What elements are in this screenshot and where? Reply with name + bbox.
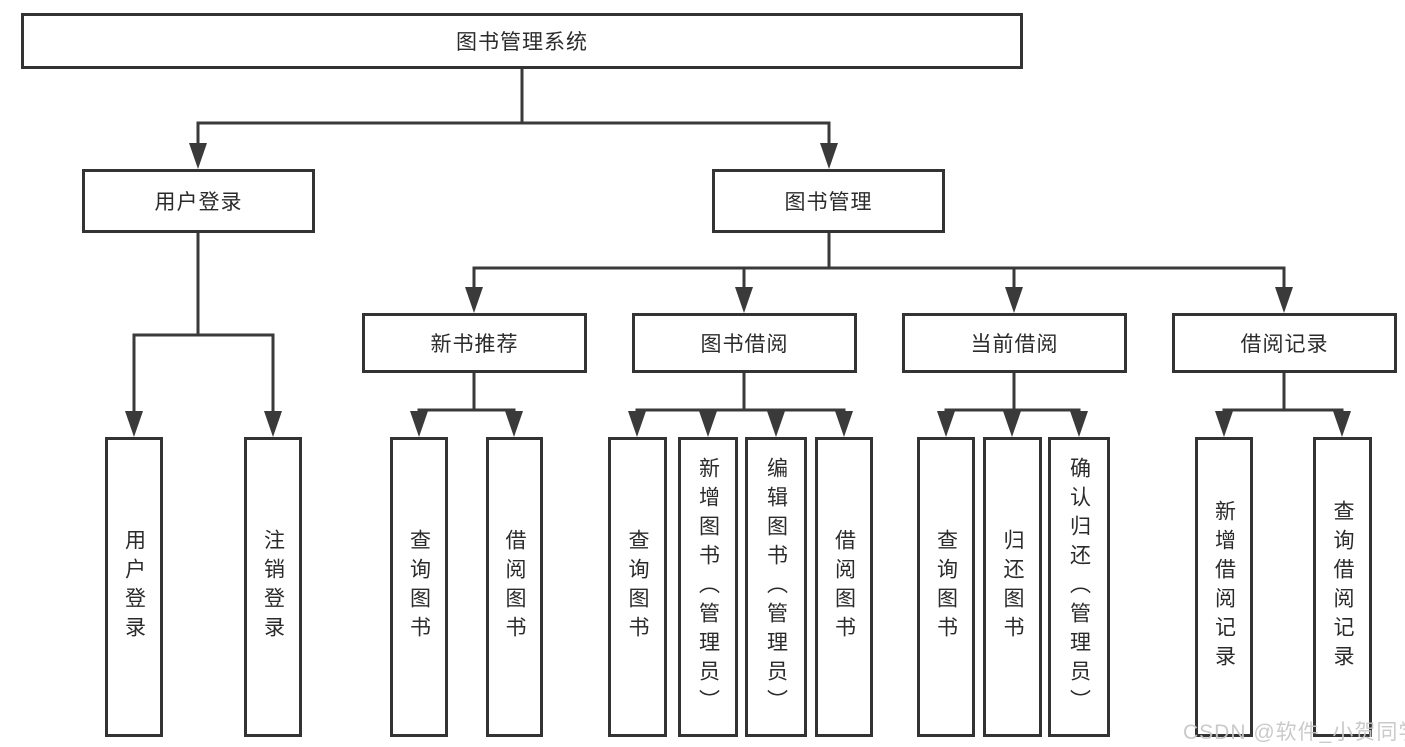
leaf-query-books-recommend-label: 查询图书 [407, 529, 431, 645]
leaf-query-books-current-label: 查询图书 [934, 529, 958, 645]
leaf-confirm-return-admin-label: 确认归还（管理员） [1067, 456, 1091, 718]
node-book-borrowing: 图书借阅 [632, 313, 857, 373]
leaf-query-books-recommend: 查询图书 [390, 437, 448, 737]
leaf-query-books-current: 查询图书 [917, 437, 975, 737]
leaf-query-borrow-record-label: 查询借阅记录 [1331, 500, 1355, 674]
node-current-borrowing: 当前借阅 [902, 313, 1127, 373]
node-root: 图书管理系统 [21, 13, 1023, 69]
leaf-return-books-label: 归还图书 [1001, 529, 1025, 645]
leaf-add-borrow-record-label: 新增借阅记录 [1212, 500, 1236, 674]
leaf-add-books-admin: 新增图书（管理员） [678, 437, 738, 737]
node-user-login: 用户登录 [82, 169, 315, 233]
leaf-return-books: 归还图书 [983, 437, 1042, 737]
leaf-confirm-return-admin: 确认归还（管理员） [1048, 437, 1110, 737]
node-new-book-recommendation: 新书推荐 [362, 313, 587, 373]
node-new-book-recommendation-label: 新书推荐 [430, 333, 519, 356]
leaf-borrow-books-borrowing: 借阅图书 [815, 437, 873, 737]
node-borrowing-records: 借阅记录 [1172, 313, 1397, 373]
leaf-borrow-books-recommend-label: 借阅图书 [503, 529, 527, 645]
leaf-edit-books-admin: 编辑图书（管理员） [745, 437, 807, 737]
leaf-query-borrow-record: 查询借阅记录 [1313, 437, 1372, 737]
leaf-logout-label: 注销登录 [261, 529, 285, 645]
leaf-add-books-admin-label: 新增图书（管理员） [696, 456, 720, 718]
leaf-borrow-books-recommend: 借阅图书 [486, 437, 543, 737]
arrowheads [125, 143, 1351, 437]
node-borrowing-records-label: 借阅记录 [1240, 333, 1329, 356]
leaf-logout: 注销登录 [244, 437, 302, 737]
leaf-add-borrow-record: 新增借阅记录 [1195, 437, 1253, 737]
leaf-user-login: 用户登录 [105, 437, 163, 737]
leaf-query-books-borrowing-label: 查询图书 [626, 529, 650, 645]
leaf-borrow-books-borrowing-label: 借阅图书 [832, 529, 856, 645]
leaf-query-books-borrowing: 查询图书 [608, 437, 667, 737]
node-user-login-label: 用户登录 [154, 191, 243, 214]
csdn-watermark: CSDN @软件_小贺同学 [1183, 721, 1405, 744]
leaf-edit-books-admin-label: 编辑图书（管理员） [764, 456, 788, 718]
node-current-borrowing-label: 当前借阅 [970, 333, 1059, 356]
node-book-management-label: 图书管理 [784, 191, 873, 214]
node-book-borrowing-label: 图书借阅 [700, 333, 789, 356]
leaf-user-login-label: 用户登录 [122, 529, 146, 645]
node-root-label: 图书管理系统 [456, 31, 588, 54]
node-book-management: 图书管理 [712, 169, 945, 233]
